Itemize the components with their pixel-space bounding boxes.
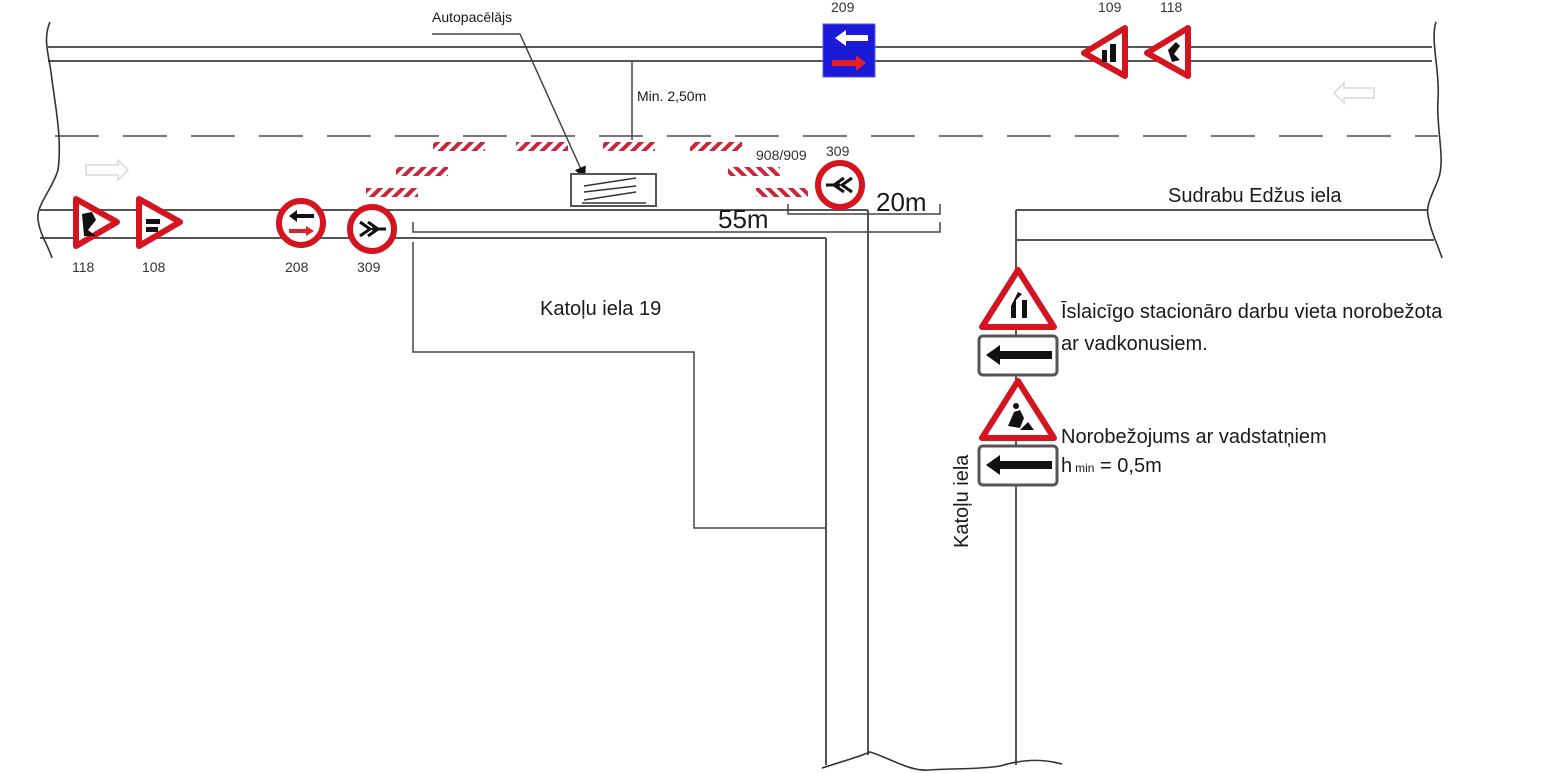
lift-vehicle-icon xyxy=(570,173,657,207)
sign-309-bottom: 309 xyxy=(347,204,397,275)
sign-108: 108 xyxy=(136,196,183,275)
barrier-segment xyxy=(396,167,448,176)
sign-209: 209 xyxy=(822,0,876,78)
dimension-20m xyxy=(787,204,941,215)
barrier-segment xyxy=(690,142,742,151)
barrier-segment xyxy=(756,188,808,197)
break-line-left xyxy=(37,21,61,259)
sign-109: 109 xyxy=(1081,0,1128,79)
roadworks-sign-icon xyxy=(979,378,1057,441)
sign-code: 118 xyxy=(1160,0,1183,15)
roadworks-sign-icon xyxy=(1144,25,1191,79)
sign-code: 118 xyxy=(72,259,95,275)
sign-118-bottom: 118 xyxy=(72,196,120,275)
lift-label: Autopacēlājs xyxy=(432,9,512,25)
sign-code: 309 xyxy=(357,259,381,275)
street-label-sudrabu: Sudrabu Edžus iela xyxy=(1168,185,1342,207)
h-symbol: h xyxy=(1061,455,1072,477)
arrow-left-icon xyxy=(986,455,1052,475)
barrier-segment xyxy=(516,142,568,151)
oncoming-priority-sign-icon xyxy=(276,198,326,248)
traffic-direction-arrow-right-icon xyxy=(85,158,130,182)
main-road xyxy=(37,21,1443,259)
barrier-segment xyxy=(366,188,418,197)
legend-text: Norobežojums ar vadstatņiem xyxy=(1061,426,1327,448)
barrier-segment xyxy=(603,142,655,151)
building-footprint xyxy=(412,242,826,529)
sign-code: 108 xyxy=(142,259,166,275)
dimension-55m xyxy=(412,222,941,233)
sign-309-barrier-end: 309 xyxy=(815,143,865,210)
sign-code: 208 xyxy=(285,259,309,275)
distance-20m-label: 20m xyxy=(876,187,927,217)
sign-code: 109 xyxy=(1098,0,1122,15)
barrier-code-label: 908/909 xyxy=(756,147,807,163)
barrier-segment xyxy=(433,142,485,151)
distance-55m-label: 55m xyxy=(718,204,769,234)
building-outline xyxy=(412,242,826,529)
sign-code: 209 xyxy=(831,0,855,15)
min-clearance-label: Min. 2,50m xyxy=(637,88,706,104)
break-line-bottom xyxy=(821,751,1063,771)
building-label: Katoļu iela 19 xyxy=(540,298,661,320)
sign-code: 309 xyxy=(826,143,850,159)
lift-leader-line xyxy=(432,33,586,179)
min-subscript: min xyxy=(1075,461,1094,475)
sign-208: 208 xyxy=(276,198,326,275)
legend-item-cones: Īslaicīgo stacionāro darbu vieta norobež… xyxy=(977,267,1443,377)
barrier-segment xyxy=(728,167,780,176)
height-value: = 0,5m xyxy=(1094,455,1161,477)
break-line-right xyxy=(1426,21,1443,259)
arrow-left-icon xyxy=(986,345,1052,365)
sign-118-top: 118 xyxy=(1144,0,1191,79)
legend-text-line2: ar vadkonusiem. xyxy=(1061,333,1208,355)
traffic-direction-arrow-left-icon xyxy=(1332,81,1375,105)
street-label-katolu: Katoļu iela xyxy=(951,454,973,548)
legend-text: Īslaicīgo stacionāro darbu vieta norobež… xyxy=(1061,300,1443,323)
one-way-priority-sign-icon xyxy=(822,23,876,78)
barrier-group xyxy=(366,142,808,197)
road-narrows-sign-icon xyxy=(979,267,1057,330)
